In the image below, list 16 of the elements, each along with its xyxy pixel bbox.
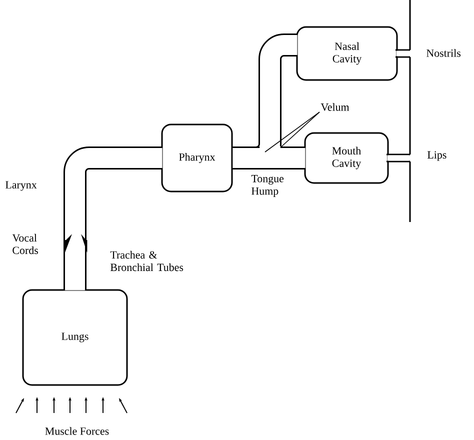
part-label: Velum xyxy=(320,103,350,111)
part-label: Lips xyxy=(428,151,446,161)
chamber-box: Nasal Cavity xyxy=(296,26,398,81)
chamber-box: Pharynx xyxy=(161,124,233,192)
chamber-box: Lungs xyxy=(22,289,128,386)
leader-line xyxy=(280,112,320,148)
part-label: Muscle Forces xyxy=(45,427,109,435)
leader-line xyxy=(264,112,320,152)
part-label: Vocal Cords xyxy=(12,234,38,254)
tube xyxy=(64,146,162,290)
part-label: Larynx xyxy=(6,181,37,191)
part-label: Nostrils xyxy=(426,49,460,57)
chamber-box: Mouth Cavity xyxy=(304,132,389,184)
part-label: Trachea & Bronchial Tubes xyxy=(110,250,184,272)
tube xyxy=(232,146,306,170)
part-label: Tongue Hump xyxy=(251,175,284,197)
